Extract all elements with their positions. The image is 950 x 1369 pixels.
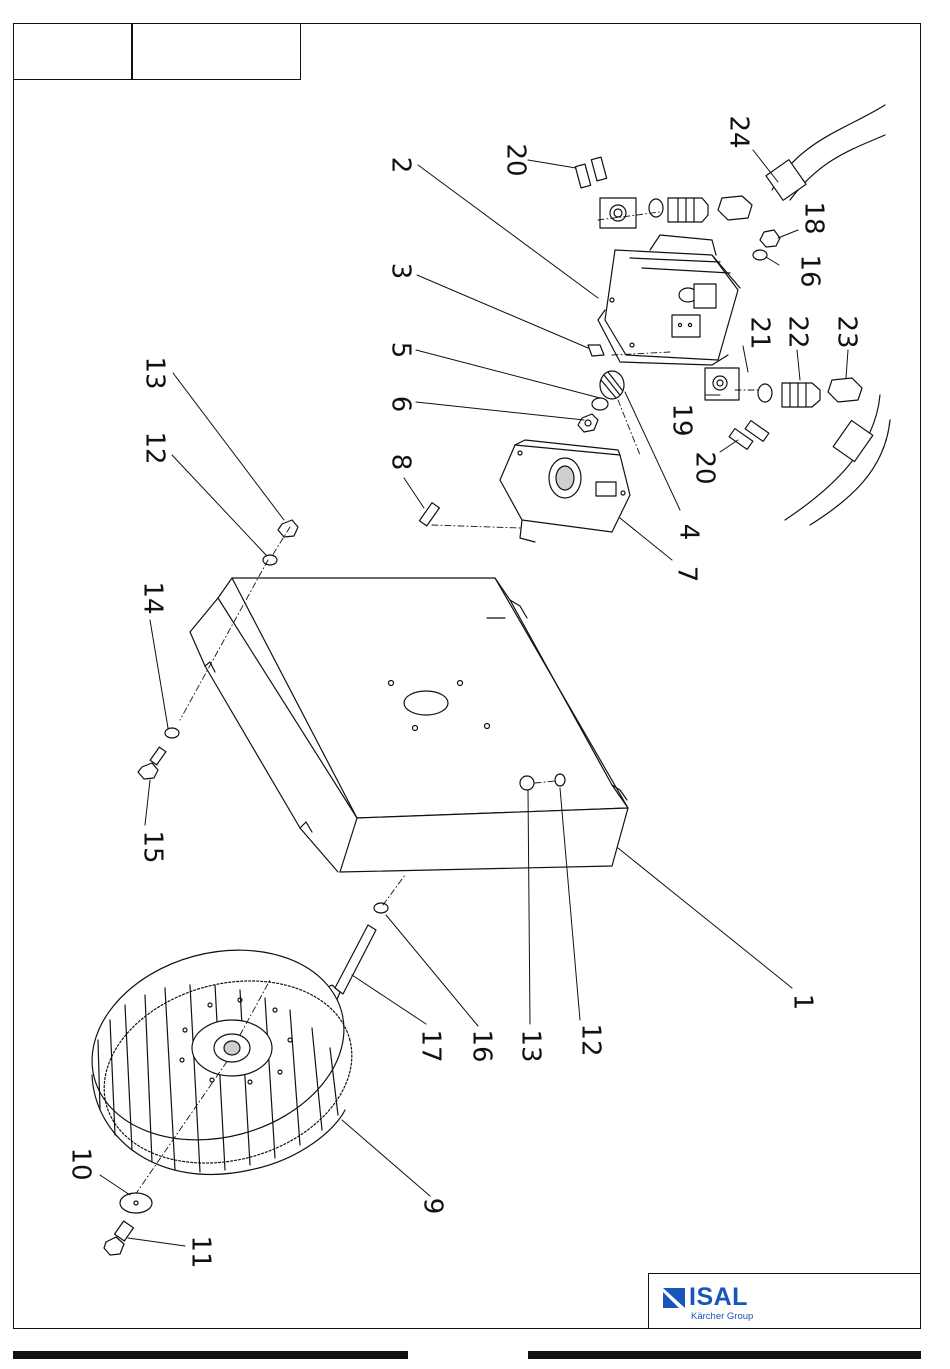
callout-10: 10 bbox=[66, 1147, 96, 1180]
lower-fitting-assembly bbox=[705, 368, 862, 449]
callout-18: 18 bbox=[799, 201, 829, 234]
nut-13-front bbox=[520, 776, 534, 790]
footer-bar-left bbox=[13, 1351, 408, 1359]
callout-19: 19 bbox=[667, 403, 697, 436]
fan-washer-10 bbox=[120, 1193, 152, 1213]
isal-logo-mark-icon bbox=[663, 1288, 685, 1308]
bolt-15 bbox=[138, 747, 166, 779]
callout-15: 15 bbox=[138, 830, 168, 863]
washer-16-lower bbox=[374, 903, 388, 913]
upper-hose bbox=[766, 105, 885, 200]
lower-hose bbox=[785, 395, 890, 525]
shaft-coupling bbox=[600, 371, 624, 399]
callout-20-top: 20 bbox=[501, 143, 531, 176]
callout-3: 3 bbox=[386, 263, 416, 280]
callout-13-top: 13 bbox=[140, 356, 170, 389]
washer-12-front bbox=[555, 774, 565, 786]
callout-22: 22 bbox=[783, 315, 813, 348]
fan-wheel bbox=[71, 923, 373, 1190]
callout-1: 1 bbox=[788, 994, 818, 1011]
callout-24: 24 bbox=[724, 115, 754, 148]
callout-6: 6 bbox=[386, 396, 416, 413]
callout-20-bottom: 20 bbox=[690, 451, 720, 484]
callout-4: 4 bbox=[674, 524, 704, 541]
washer-14 bbox=[165, 728, 179, 738]
callout-23: 23 bbox=[832, 315, 862, 348]
logo-subtitle: Kärcher Group bbox=[691, 1312, 753, 1322]
callout-8: 8 bbox=[386, 454, 416, 471]
callout-9: 9 bbox=[418, 1198, 448, 1215]
base-plate bbox=[190, 578, 628, 872]
callout-11: 11 bbox=[186, 1235, 216, 1268]
washer-12-top bbox=[263, 555, 277, 565]
nut-right bbox=[760, 230, 780, 247]
callout-5: 5 bbox=[386, 342, 416, 359]
callout-12-top: 12 bbox=[140, 431, 170, 464]
callout-13-bottom: 13 bbox=[516, 1029, 546, 1062]
callout-16-bottom: 16 bbox=[467, 1029, 497, 1062]
callout-2: 2 bbox=[386, 157, 416, 174]
callout-16-right: 16 bbox=[795, 254, 825, 287]
upper-fitting-assembly bbox=[575, 157, 752, 228]
nut-13-top bbox=[278, 520, 298, 537]
spacer-ring bbox=[592, 398, 608, 410]
retaining-nut bbox=[578, 414, 598, 432]
hub-bracket bbox=[500, 440, 630, 542]
callout-7: 7 bbox=[672, 566, 702, 583]
washer-right bbox=[753, 250, 767, 260]
callout-21: 21 bbox=[745, 316, 775, 349]
callout-17: 17 bbox=[416, 1029, 446, 1062]
logo-wordmark: ISAL bbox=[689, 1285, 748, 1310]
callout-12-bottom: 12 bbox=[576, 1023, 606, 1056]
callout-14: 14 bbox=[138, 581, 168, 614]
footer-bar-right bbox=[528, 1351, 921, 1359]
logo-box: ISAL Kärcher Group bbox=[648, 1273, 921, 1329]
shaft-key bbox=[588, 345, 604, 356]
hydraulic-motor bbox=[598, 235, 740, 365]
